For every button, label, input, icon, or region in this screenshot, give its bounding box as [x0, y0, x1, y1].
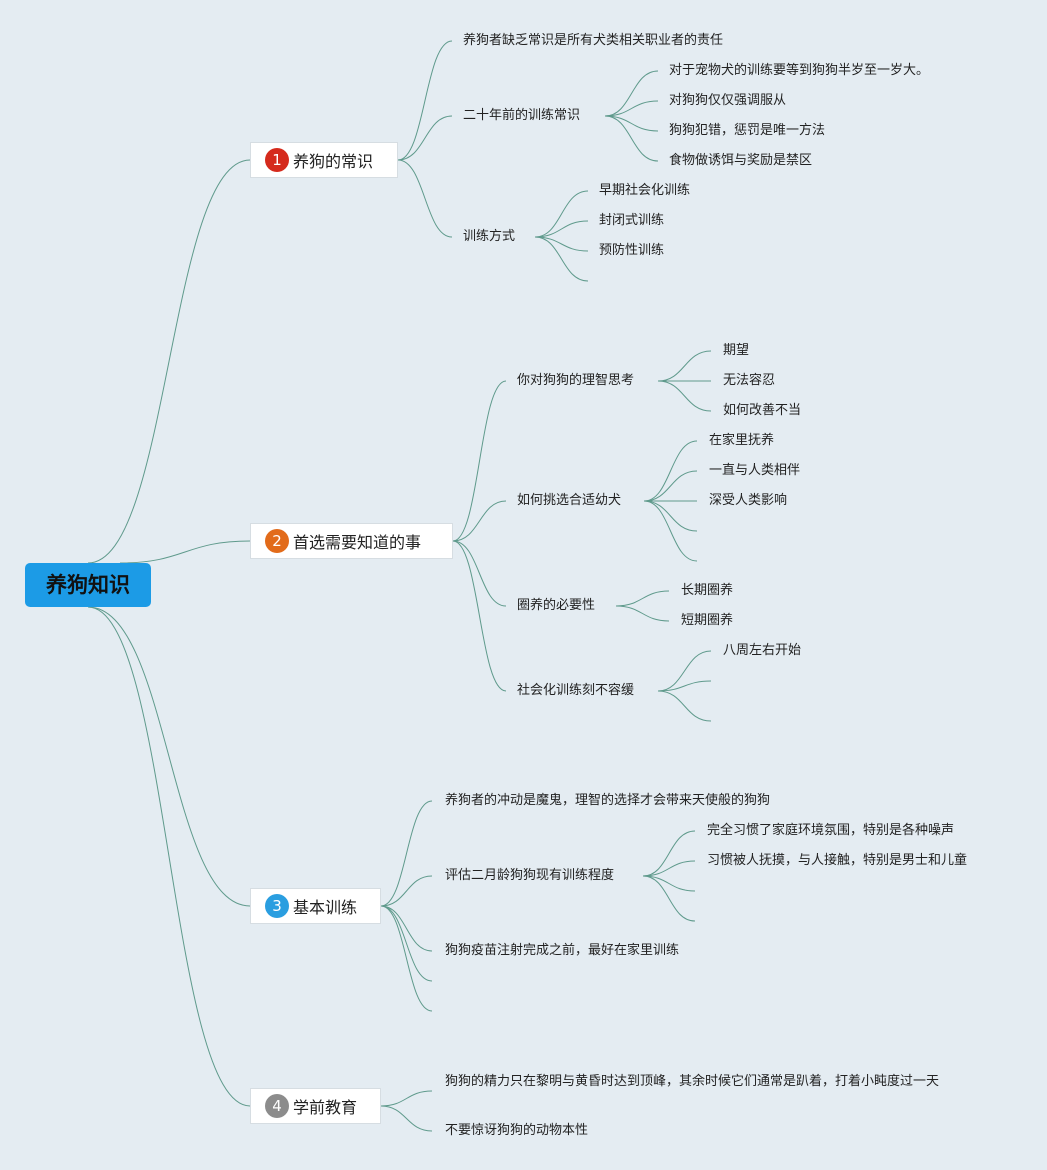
topic-2-subtopic-2-item-1[interactable]: 在家里抚养: [709, 433, 775, 448]
connector-t3-s2-1: [642, 830, 696, 877]
topic-2-subtopic-3-item-2[interactable]: 短期圈养: [681, 613, 734, 628]
connector-t1-s2-4: [604, 115, 659, 162]
topic-2-subtopic-3[interactable]: 圈养的必要性: [517, 598, 596, 613]
connector-t1-s3: [397, 159, 453, 238]
connector-t3-s2-4: [642, 875, 696, 922]
number-badge-1: 1: [265, 148, 289, 172]
connector-t1-s3-3: [534, 236, 589, 252]
topic-1-title: 养狗的常识: [293, 152, 374, 171]
connector-t2-s4-1: [657, 650, 712, 692]
topic-4-title: 学前教育: [293, 1098, 358, 1117]
topic-1-subtopic-2-item-3[interactable]: 狗狗犯错，惩罚是唯一方法: [669, 123, 826, 138]
connector-t2-s4-3: [657, 690, 712, 722]
topic-4-node[interactable]: 4 学前教育: [250, 1088, 381, 1124]
connector-t2-s1-3: [657, 380, 712, 412]
topic-2-title: 首选需要知道的事: [293, 533, 422, 552]
topic-3-subtopic-2-item-1[interactable]: 完全习惯了家庭环境氛围，特别是各种噪声: [707, 823, 955, 838]
topic-3-subtopic-3[interactable]: 狗狗疫苗注射完成之前，最好在家里训练: [445, 943, 680, 958]
topic-1-subtopic-2[interactable]: 二十年前的训练常识: [463, 108, 581, 123]
connector-t1-s2-3: [604, 115, 659, 132]
topic-1-subtopic-3[interactable]: 训练方式: [463, 229, 516, 244]
number-badge-3: 3: [265, 894, 289, 918]
connector-root-topic-3: [87, 606, 251, 907]
connector-t3-s4: [380, 905, 433, 982]
connector-t2-s3-2: [615, 605, 670, 622]
connector-t2-s1-1: [657, 350, 712, 382]
connector-t1-s3-4: [534, 236, 589, 282]
number-badge-4: 4: [265, 1094, 289, 1118]
connector-t3-s2: [380, 875, 433, 907]
connector-root-topic-2: [119, 540, 251, 564]
connector-t3-s3: [380, 905, 433, 952]
connector-t2-s2-1: [643, 440, 698, 502]
connector-t1-s1: [397, 40, 453, 161]
topic-1-subtopic-3-item-2[interactable]: 封闭式训练: [599, 213, 665, 228]
topic-1-subtopic-2-item-2[interactable]: 对狗狗仅仅强调服从: [669, 93, 787, 108]
connector-t2-s3-1: [615, 590, 670, 607]
connector-t2-s2-2: [643, 470, 698, 502]
connector-t1-s2: [397, 115, 453, 161]
connector-t3-s5: [380, 905, 433, 1012]
topic-3-title: 基本训练: [293, 898, 358, 917]
topic-2-subtopic-3-item-1[interactable]: 长期圈养: [681, 583, 734, 598]
connector-root-topic-1: [87, 159, 251, 564]
connector-t4-s2: [380, 1105, 433, 1132]
topic-2-subtopic-1[interactable]: 你对狗狗的理智思考: [517, 373, 635, 388]
topic-1-subtopic-2-item-4[interactable]: 食物做诱饵与奖励是禁区: [669, 153, 813, 168]
connector-t4-s1: [380, 1090, 433, 1107]
topic-2-subtopic-4-item-1[interactable]: 八周左右开始: [723, 643, 802, 658]
connector-t2-s2-4: [643, 500, 698, 532]
connector-t1-s3-2: [534, 220, 589, 238]
topic-4-subtopic-2[interactable]: 不要惊讶狗狗的动物本性: [445, 1123, 589, 1138]
connector-t2-s4: [452, 540, 507, 692]
topic-2-subtopic-2-item-2[interactable]: 一直与人类相伴: [709, 463, 801, 478]
topic-1-subtopic-3-item-3[interactable]: 预防性训练: [599, 243, 665, 258]
connector-t1-s3-1: [534, 190, 589, 238]
topic-4-subtopic-1[interactable]: 狗狗的精力只在黎明与黄昏时达到顶峰，其余时候它们通常是趴着，打着小盹度过一天: [445, 1074, 940, 1089]
topic-3-node[interactable]: 3 基本训练: [250, 888, 381, 924]
topic-2-subtopic-4[interactable]: 社会化训练刻不容缓: [517, 683, 635, 698]
connector-t3-s2-3: [642, 875, 696, 892]
connector-t3-s2-2: [642, 860, 696, 877]
connector-root-topic-4: [87, 606, 251, 1107]
connector-t3-s1: [380, 800, 433, 907]
connector-t1-s2-1: [604, 70, 659, 117]
connector-t2-s2-5: [643, 500, 698, 562]
topic-2-subtopic-1-item-1[interactable]: 期望: [723, 343, 750, 358]
topic-2-subtopic-1-item-2[interactable]: 无法容忍: [723, 373, 776, 388]
topic-1-subtopic-2-item-1[interactable]: 对于宠物犬的训练要等到狗狗半岁至一岁大。: [669, 63, 930, 78]
topic-2-subtopic-2[interactable]: 如何挑选合适幼犬: [517, 493, 622, 508]
topic-1-node[interactable]: 1 养狗的常识: [250, 142, 398, 178]
topic-1-subtopic-1[interactable]: 养狗者缺乏常识是所有犬类相关职业者的责任: [463, 33, 724, 48]
connector-t2-s4-2: [657, 680, 712, 692]
number-badge-2: 2: [265, 529, 289, 553]
topic-3-subtopic-2-item-2[interactable]: 习惯被人抚摸，与人接触，特别是男士和儿童: [707, 853, 968, 868]
topic-3-subtopic-1[interactable]: 养狗者的冲动是魔鬼，理智的选择才会带来天使般的狗狗: [445, 793, 771, 808]
topic-1-subtopic-3-item-1[interactable]: 早期社会化训练: [599, 183, 691, 198]
root-node[interactable]: 养狗知识: [25, 563, 151, 607]
topic-3-subtopic-2[interactable]: 评估二月龄狗狗现有训练程度: [445, 868, 615, 883]
connector-t2-s3: [452, 540, 507, 607]
connector-t1-s2-2: [604, 100, 659, 117]
topic-2-subtopic-1-item-3[interactable]: 如何改善不当: [723, 403, 802, 418]
topic-2-subtopic-2-item-3[interactable]: 深受人类影响: [709, 493, 788, 508]
connector-t2-s1: [452, 380, 507, 542]
topic-2-node[interactable]: 2 首选需要知道的事: [250, 523, 453, 559]
connector-t2-s2: [452, 500, 507, 542]
